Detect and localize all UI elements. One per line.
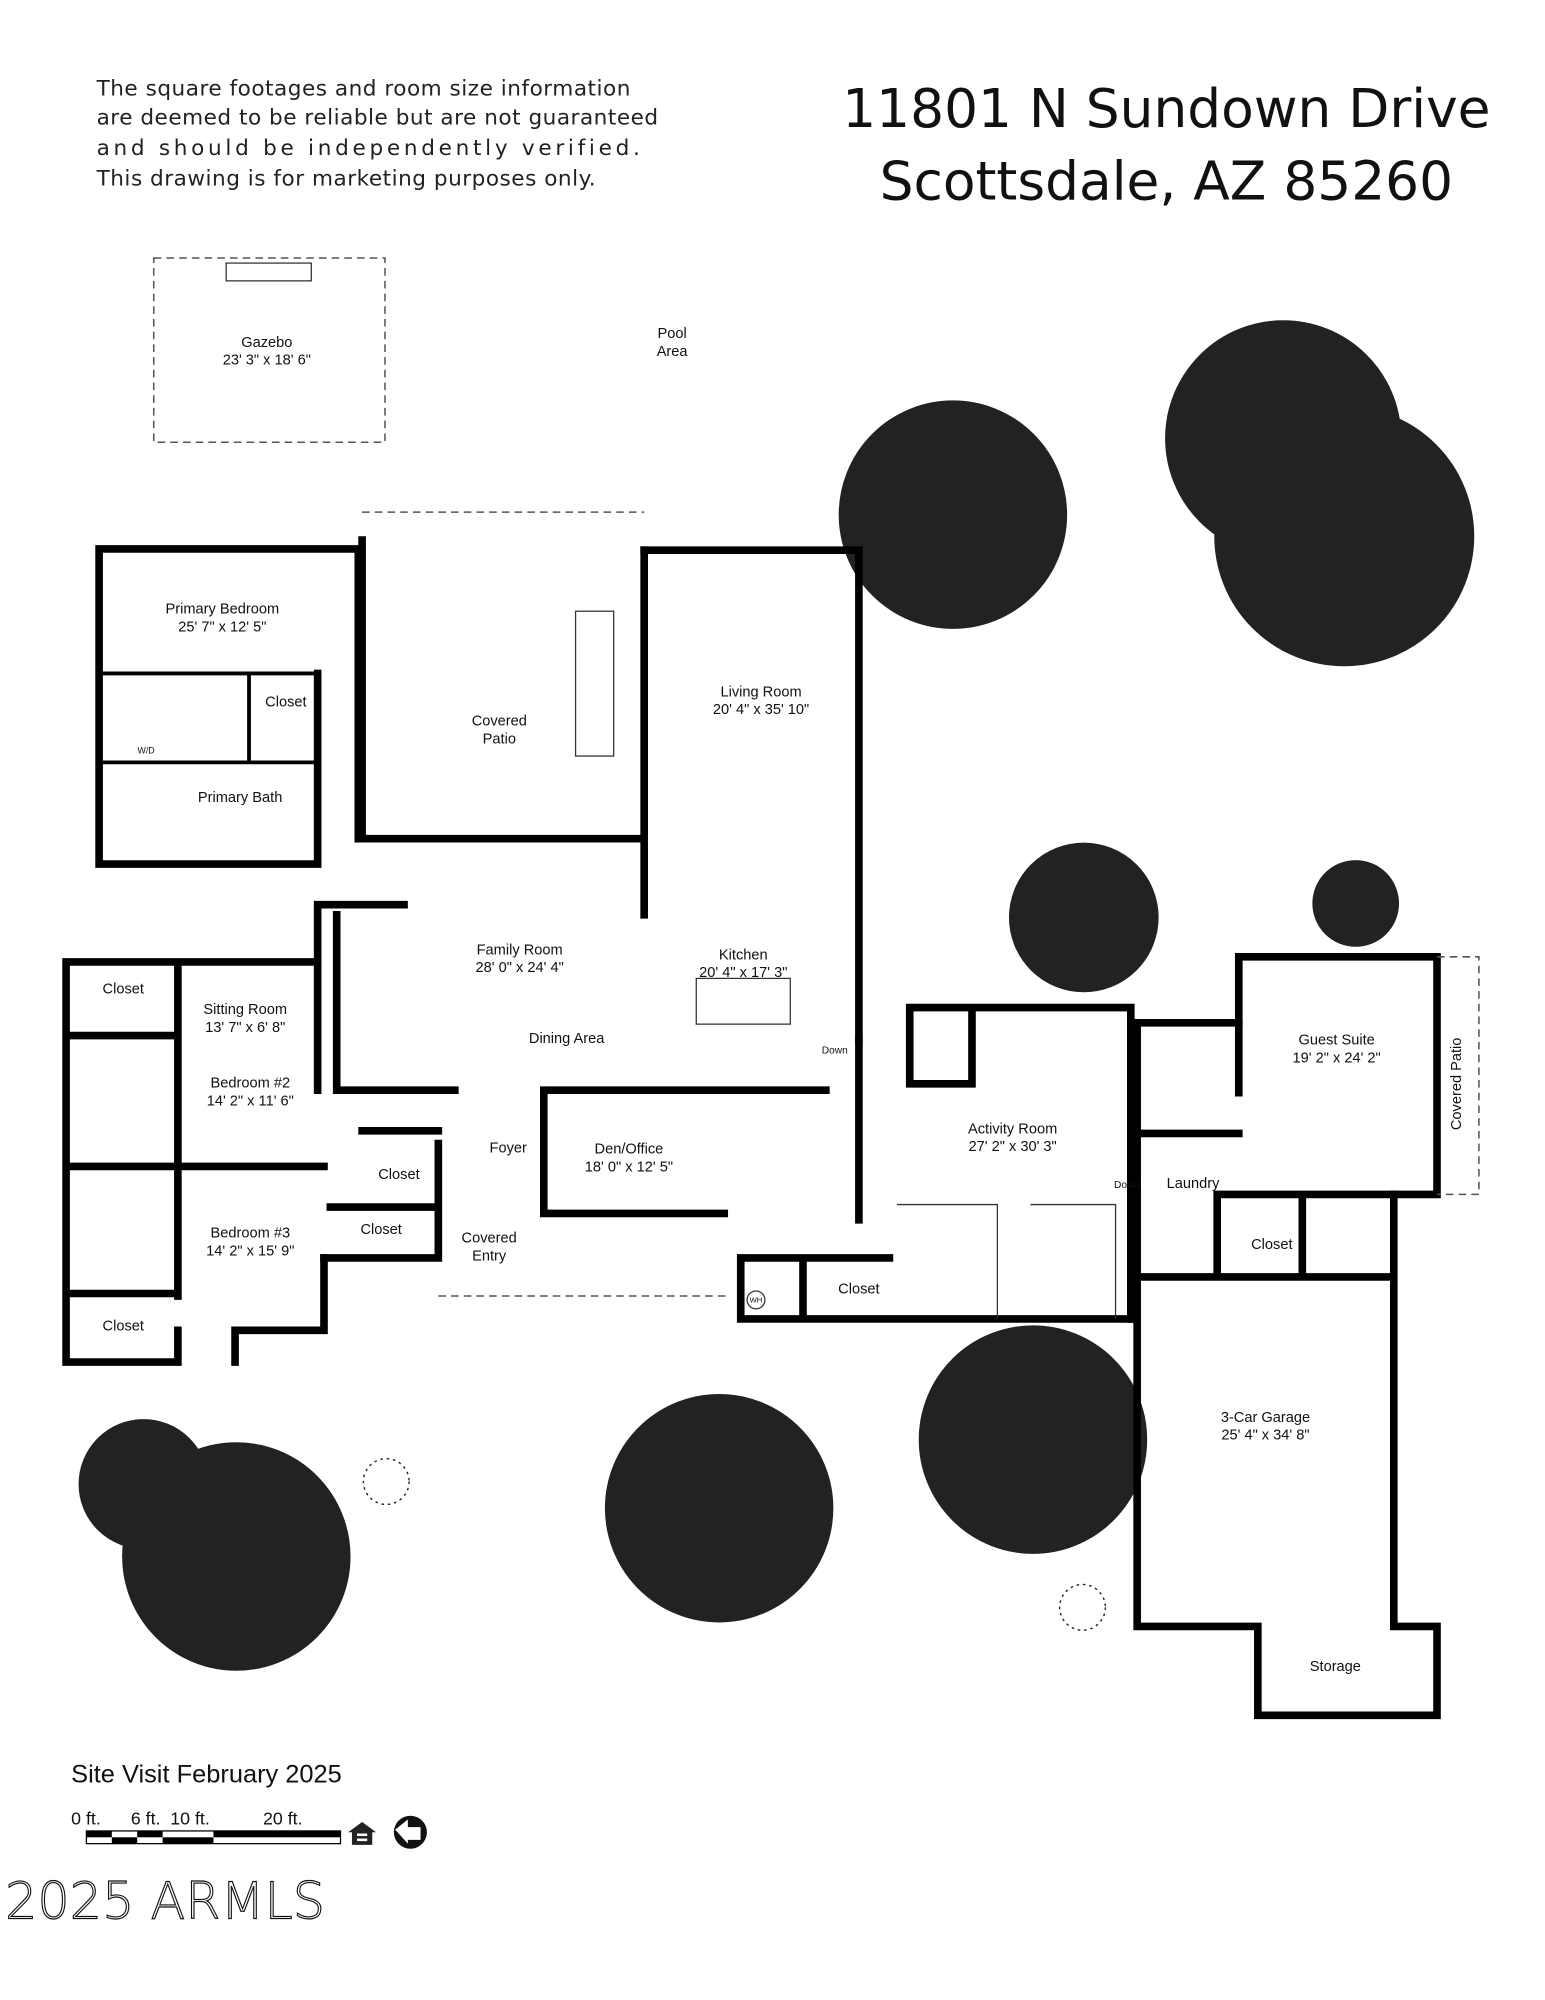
room-label: Kitchen [719,947,768,963]
water-heater-label: WH [750,1295,763,1304]
room-label: Covered [472,714,527,730]
room-label: Activity Room [968,1121,1057,1137]
scale-label: 6 ft. [131,1809,161,1829]
gazebo-outline [152,257,386,443]
room-dims: 20' 4" x 35' 10" [713,702,809,718]
scale-label: 20 ft. [263,1809,303,1829]
shrub-icon [1058,1583,1107,1631]
tree-icon [1312,860,1400,947]
room-label: Primary Bath [198,790,282,806]
room-label: Gazebo [241,335,292,351]
tree-icon [1214,406,1475,667]
disclaimer: The square footages and room size inform… [96,76,659,191]
room-label: Patio [483,731,516,747]
room-dims: 28' 0" x 24' 4" [476,960,564,976]
room-dims: 20' 4" x 17' 3" [699,965,787,981]
room-label: Closet [1251,1237,1292,1253]
tree-icon [838,400,1068,629]
room-dims: 14' 2" x 15' 9" [206,1243,294,1259]
walls [62,511,1480,1720]
address-line-2: Scottsdale, AZ 85260 [880,150,1453,213]
room-label: W/D [137,746,154,756]
room-label: Den/Office [595,1142,664,1158]
room-label: Covered Patio [1449,1038,1465,1131]
tree-icon [1008,842,1159,993]
room-label: Closet [360,1222,401,1238]
scale-bar: 0 ft. 6 ft. 10 ft. 20 ft. [71,1809,342,1845]
room-label: Family Room [477,942,563,958]
gazebo-bench [225,262,312,282]
room-dims: 19' 2" x 24' 2" [1293,1050,1381,1066]
tree-icons [78,320,1475,1671]
room-label: Guest Suite [1298,1032,1374,1048]
shrub-icon [362,1457,410,1506]
disclaimer-line: and should be independently verified. [97,136,641,161]
tree-icon [918,1325,1148,1554]
room-label: Closet [265,695,306,711]
room-label: Foyer [490,1140,527,1156]
room-dims: 25' 4" x 34' 8" [1221,1428,1309,1444]
room-label: Dining Area [529,1031,605,1047]
scale-label: 0 ft. [71,1809,101,1829]
north-arrow-icon [393,1815,427,1849]
watermark: 2025 ARMLS [5,1872,325,1931]
room-dims: 23' 3" x 18' 6" [223,353,311,369]
disclaimer-line: are deemed to be reliable but are not gu… [97,106,659,131]
room-label: 3-Car Garage [1221,1410,1310,1426]
scale-label: 10 ft. [170,1809,210,1829]
room-label: Closet [103,982,144,998]
equal-housing-icon [348,1822,377,1845]
room-dims: 13' 7" x 6' 8" [205,1020,285,1036]
water-heater-icon [746,1290,766,1310]
room-dims: 14' 2" x 11' 6" [207,1093,294,1109]
room-label: Bedroom #3 [211,1226,291,1242]
room-dims: 25' 7" x 12' 5" [178,620,266,636]
tree-icon [122,1442,351,1671]
disclaimer-line: This drawing is for marketing purposes o… [96,167,597,192]
room-label: Pool [658,326,687,342]
room-label: Laundry [1167,1176,1220,1192]
room-label: Closet [378,1167,419,1183]
room-label: Primary Bedroom [166,602,280,618]
room-label: Covered [462,1231,517,1247]
site-visit-label: Site Visit February 2025 [71,1761,342,1789]
stair-label: Down [1114,1180,1140,1191]
room-label: Bedroom #2 [211,1076,291,1092]
tree-icon [604,1394,834,1623]
room-label: Closet [838,1281,879,1297]
room-label: Closet [103,1318,144,1334]
room-label: Area [657,344,689,360]
room-dims: 27' 2" x 30' 3" [969,1139,1057,1155]
address-line-1: 11801 N Sundown Drive [842,77,1490,140]
room-label: Sitting Room [203,1002,287,1018]
stair-label: Down [822,1045,848,1056]
room-label: Storage [1310,1659,1361,1675]
room-labels: Covered Patio Primary Bedroom 25' 7" x 1… [103,602,1466,1675]
room-label: Entry [472,1248,507,1264]
room-dims: 18' 0" x 12' 5" [585,1160,673,1176]
disclaimer-line: The square footages and room size inform… [96,76,631,101]
room-label: Living Room [720,684,801,700]
